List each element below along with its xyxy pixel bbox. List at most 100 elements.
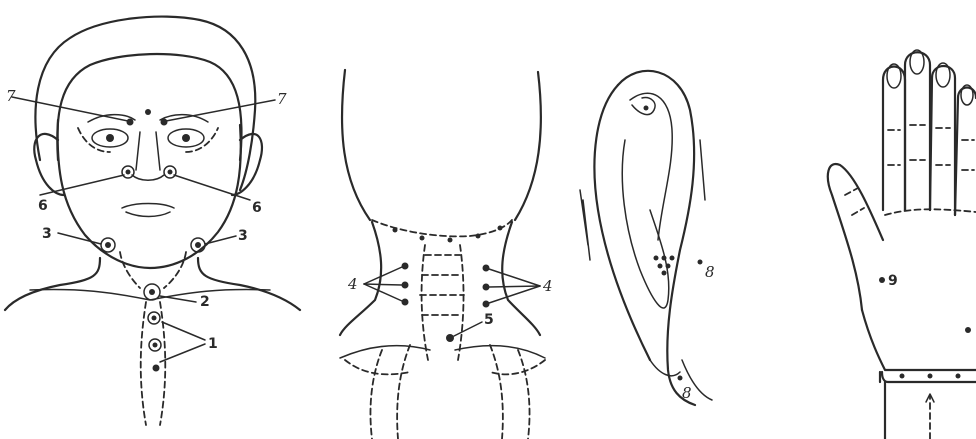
mouth	[122, 204, 174, 217]
leader-3-left	[58, 233, 101, 244]
point-6-left	[126, 170, 131, 175]
neck-lymph-right	[164, 252, 186, 288]
ear-point-f	[662, 271, 667, 276]
point-6-right	[168, 170, 173, 175]
ear-point-b	[662, 256, 667, 261]
point-7-left	[127, 119, 134, 126]
point-9	[879, 277, 885, 283]
neck-back-figure: 4 4 5	[340, 70, 553, 439]
wrist-point-3	[956, 374, 961, 379]
ear-point-top	[644, 106, 649, 111]
chest-channel-left	[141, 302, 146, 425]
ear-point-8-bottom	[678, 376, 683, 381]
knuckle-line	[885, 209, 976, 215]
wrist-point-2	[928, 374, 933, 379]
leader-4-right-a	[489, 269, 540, 286]
left-pupil	[106, 134, 114, 142]
label-6-right: 6	[252, 200, 262, 216]
ear-point-a	[654, 256, 659, 261]
ear-point-c	[670, 256, 675, 261]
shoulder-left	[340, 346, 430, 358]
chest-channel-right	[160, 302, 165, 425]
head-back-outline	[342, 70, 541, 220]
point-1c	[153, 365, 160, 372]
hairline	[57, 54, 241, 160]
leader-7-left	[12, 97, 128, 121]
ear-back	[594, 85, 650, 360]
finger-little	[955, 88, 976, 216]
leader-1a	[162, 322, 205, 340]
label-6-left: 6	[38, 198, 48, 214]
ear-antihelix	[622, 140, 669, 308]
spine-left	[422, 245, 428, 360]
label-7-right: 7	[277, 90, 287, 108]
leader-2	[160, 296, 196, 302]
thumb	[828, 164, 883, 310]
point-1a	[152, 316, 157, 321]
leader-4-left-c	[364, 284, 402, 301]
occipital-arc	[372, 220, 512, 236]
palm-point	[965, 327, 971, 333]
point-3-right	[195, 242, 201, 248]
hand-figure: 9	[828, 50, 976, 439]
leader-7-right	[166, 100, 275, 121]
under-eye-left	[78, 128, 110, 152]
nail-middle	[910, 50, 924, 74]
ear-point-8-top	[698, 260, 703, 265]
label-1: 1	[208, 336, 218, 352]
label-3-left: 3	[42, 226, 52, 242]
leader-4-left-b	[364, 284, 402, 285]
finger-middle	[905, 52, 930, 210]
ear-extra-lines	[580, 140, 705, 260]
label-2: 2	[200, 294, 210, 310]
point-1b	[153, 343, 158, 348]
wrist-point-1	[900, 374, 905, 379]
neck-sides	[340, 222, 540, 335]
label-8-top: 8	[705, 263, 715, 281]
right-pupil	[182, 134, 190, 142]
drain-left-2	[370, 350, 382, 439]
point-4-left-c	[402, 299, 409, 306]
ear-top-fold	[632, 98, 655, 115]
ear-helix	[630, 93, 672, 240]
leader-4-left-a	[364, 267, 402, 284]
point-3-left	[105, 242, 111, 248]
hair-outline	[35, 17, 255, 190]
point-4-right-a	[483, 265, 490, 272]
drain-right-1	[490, 345, 503, 439]
point-2	[149, 289, 155, 295]
face-outline	[58, 120, 241, 268]
point-7-right	[161, 119, 168, 126]
face-figure: 7 7 6 6 3 3 2	[5, 17, 300, 425]
point-5	[446, 334, 454, 342]
drain-left-1	[397, 345, 410, 439]
ear-figure: 8 8	[580, 71, 715, 405]
leader-1b	[160, 344, 205, 362]
ear-point-e	[666, 264, 671, 269]
point-occ-2	[420, 236, 425, 241]
vertebrae	[420, 255, 464, 315]
spine-right	[458, 245, 464, 360]
leader-5	[454, 322, 482, 336]
drain-right-2	[518, 350, 530, 439]
shoulder-right	[455, 346, 545, 358]
neck-lymph-left	[120, 252, 140, 288]
label-5: 5	[484, 312, 494, 328]
point-occ-1	[393, 228, 398, 233]
label-4-left: 4	[347, 275, 358, 293]
point-occ-3	[448, 238, 453, 243]
leader-4-right-b	[489, 286, 540, 287]
nose	[132, 132, 164, 180]
point-occ-4	[476, 234, 481, 239]
label-4-right: 4	[542, 277, 553, 295]
ear-point-d	[658, 264, 663, 269]
palm	[862, 310, 976, 370]
point-4-right-c	[483, 301, 490, 308]
label-9: 9	[888, 273, 898, 289]
under-eye-right	[186, 128, 218, 152]
label-3-right: 3	[238, 228, 248, 244]
leader-6-left	[40, 175, 124, 195]
point-4-left-a	[402, 263, 409, 270]
label-7-left: 7	[6, 87, 16, 105]
